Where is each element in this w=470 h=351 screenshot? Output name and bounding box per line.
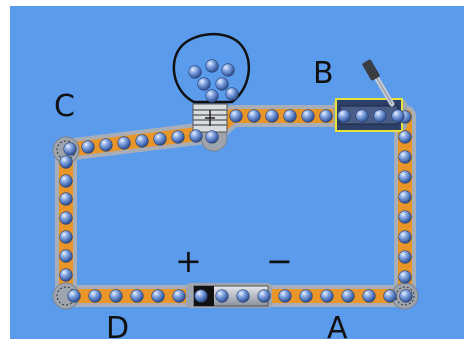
electron-47 [59,174,73,188]
electron-49 [59,211,73,225]
electron-29 [265,109,279,123]
light-bulb [172,32,250,133]
electron-56 [197,77,211,91]
electron-53 [188,65,202,79]
electron-34 [355,109,369,123]
electron-20 [398,150,412,164]
electron-11 [278,289,292,303]
electron-25 [398,250,412,264]
electron-9 [236,289,250,303]
electron-59 [205,89,219,103]
electron-31 [301,109,315,123]
label-c: C [54,89,75,124]
electron-28 [247,109,261,123]
electron-57 [215,77,229,91]
electron-43 [171,130,185,144]
electrons [59,59,413,303]
electron-41 [135,134,149,148]
electron-16 [383,289,397,303]
electron-24 [398,230,412,244]
electron-48 [59,192,73,206]
electron-2 [88,289,102,303]
electron-12 [299,289,313,303]
electron-17 [399,289,413,303]
electron-7 [194,289,208,303]
electron-58 [225,87,239,101]
label-d: D [106,311,129,346]
electron-5 [151,289,165,303]
labels: C B D A + − [54,56,348,346]
electron-27 [229,109,243,123]
electron-45 [205,130,219,144]
electron-8 [215,289,229,303]
electron-44 [189,129,203,143]
electron-35 [373,109,387,123]
electron-13 [320,289,334,303]
electron-22 [398,190,412,204]
electron-15 [362,289,376,303]
electron-52 [59,268,73,282]
electron-38 [81,140,95,154]
electron-33 [337,109,351,123]
label-plus: + [175,242,202,280]
label-a: A [327,311,348,346]
electron-32 [319,109,333,123]
label-minus: − [266,242,293,280]
electron-55 [221,63,235,77]
electron-10 [257,289,271,303]
electron-23 [398,210,412,224]
electron-30 [283,109,297,123]
switch-handle [362,59,380,81]
electron-37 [63,142,77,156]
electron-54 [205,59,219,73]
electron-26 [398,270,412,284]
electron-3 [109,289,123,303]
label-b: B [313,56,334,91]
electron-1 [67,289,81,303]
electron-46 [59,155,73,169]
electron-50 [59,230,73,244]
electron-36 [391,109,405,123]
electron-6 [172,289,186,303]
electron-19 [398,130,412,144]
electron-14 [341,289,355,303]
electron-4 [130,289,144,303]
electron-21 [398,170,412,184]
electron-51 [59,249,73,263]
electron-42 [153,132,167,146]
electron-39 [99,138,113,152]
electron-40 [117,136,131,150]
